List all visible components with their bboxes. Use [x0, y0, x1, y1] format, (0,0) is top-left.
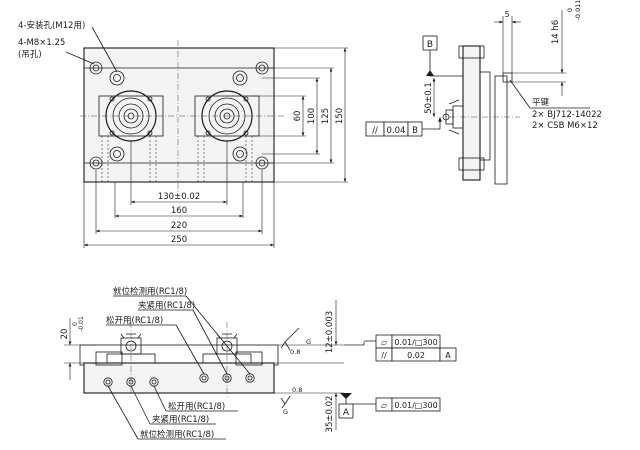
datum-b: B: [427, 40, 433, 50]
corner-hole-bl: [89, 156, 103, 170]
mount-hole: [109, 70, 248, 162]
dim-35: 35±0.02: [325, 396, 335, 433]
dim-14-lower-tol: -0.011: [574, 0, 582, 20]
mount-hole-callout: 4-安装孔(M12用): [18, 20, 85, 31]
flatness-fcf-top: ▱ 0.01/□300: [364, 334, 441, 349]
svg-text:A: A: [445, 351, 451, 360]
dim-220: 220: [171, 221, 187, 231]
corner-hole-tl: [89, 61, 103, 75]
port-label-bottom-seating: 就位检测用(RC1/8): [140, 429, 214, 440]
front-base: [83, 362, 275, 394]
port-label-bottom-clamp: 夹紧用(RC1/8): [152, 414, 209, 425]
datum-a: A: [343, 408, 350, 418]
dim-130: 130±0.02: [158, 192, 200, 202]
svg-text:G: G: [306, 338, 311, 346]
svg-text:0.01/□300: 0.01/□300: [394, 338, 437, 347]
svg-text:G: G: [283, 408, 288, 416]
dim-12: 12±0.003: [325, 311, 335, 353]
svg-text:0.8: 0.8: [292, 386, 302, 394]
thread-callout: 4-M8×1.25: [18, 38, 65, 48]
dim-20: 20: [60, 329, 70, 340]
flatness-fcf-bottom: ▱ 0.01/□300: [353, 397, 441, 412]
dim-50: 50±0.1: [424, 82, 434, 113]
port-label-bottom-release: 松开用(RC1/8): [168, 401, 225, 412]
top-view: 4-安装孔(M12用) 4-M8×1.25 (吊孔) 130±0.02 160 …: [18, 20, 348, 248]
svg-text:0.04: 0.04: [387, 126, 406, 136]
svg-text://: //: [381, 351, 387, 360]
front-right-chuck: [202, 333, 252, 364]
key-title: 平键: [532, 97, 550, 108]
front-view: 就位检测用(RC1/8) 夹紧用(RC1/8) 松开用(RC1/8) 松开用(R…: [60, 286, 457, 440]
dim-250: 250: [171, 235, 187, 245]
horizontal-dimensions: [83, 141, 275, 248]
svg-text:0.02: 0.02: [407, 351, 425, 360]
svg-text:B: B: [412, 126, 418, 136]
side-view-plate: [462, 45, 481, 181]
side-chuck: [442, 99, 464, 135]
dim-14h6: 14 h6: [551, 20, 561, 44]
port-label-top-release: 松开用(RC1/8): [106, 315, 163, 326]
vertical-dimensions: [252, 47, 348, 183]
front-left-chuck: [106, 333, 156, 364]
thread-note: (吊孔): [18, 50, 42, 60]
dim-20-tol: 0-0.01: [72, 316, 85, 332]
svg-text://: //: [372, 126, 378, 136]
dim-100: 100: [307, 108, 317, 124]
port-label-top-seating: 就位检测用(RC1/8): [113, 286, 187, 297]
svg-text:0.01/□300: 0.01/□300: [394, 401, 437, 410]
datum-a-box: [338, 403, 354, 419]
parallel-fcf-b: // 0.04 B: [365, 117, 442, 137]
side-view: B 50±0.1 // 0.04 B 5 14 h6 0 -0.011: [365, 0, 602, 185]
key-block: [502, 72, 513, 83]
port-label-top-clamp: 夹紧用(RC1/8): [138, 300, 195, 311]
left-chuck: [98, 90, 164, 142]
roughness-bottom: 0.8 G: [280, 386, 302, 416]
dim-5: 5: [504, 10, 509, 19]
front-top-strip: [79, 344, 279, 366]
svg-text:0.8: 0.8: [290, 348, 300, 356]
dim-160: 160: [171, 206, 187, 216]
svg-text:▱: ▱: [381, 338, 388, 347]
key-line2: 2× CSB M6×12: [532, 121, 598, 131]
dim-60: 60: [293, 111, 303, 122]
dim-14-upper-tol: 0: [566, 8, 574, 12]
key-line1: 2× BJ712-14022: [532, 110, 602, 120]
roughness-top: 0.8 G: [280, 327, 311, 356]
svg-text:▱: ▱: [381, 401, 388, 410]
parallel-fcf-a: // 0.02 A: [375, 347, 457, 362]
dim-125: 125: [321, 108, 331, 124]
dim-150: 150: [335, 108, 345, 124]
